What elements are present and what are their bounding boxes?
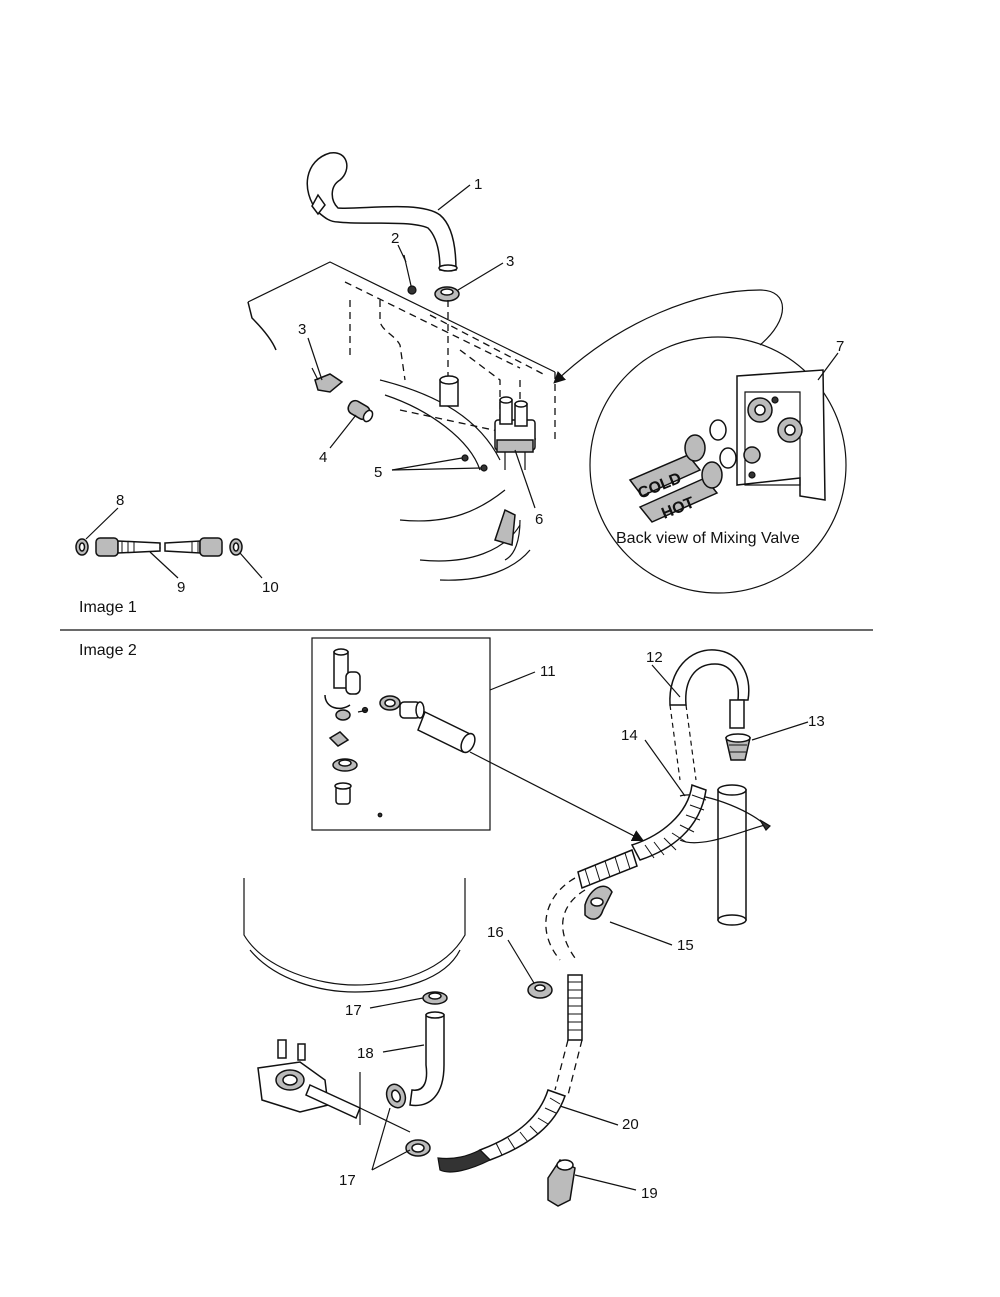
callout-20: 20 bbox=[622, 1116, 639, 1133]
mixing-valve-part-6 bbox=[494, 396, 536, 546]
callout-17b: 17 bbox=[339, 1172, 356, 1189]
hose-clamp-part-17-top bbox=[422, 991, 448, 1005]
hose-clamp-part-17-mid bbox=[385, 1083, 407, 1109]
callout-14: 14 bbox=[621, 727, 638, 744]
hose-clamp-part-17-bottom bbox=[405, 1139, 431, 1157]
drain-kit-box-part-11 bbox=[311, 637, 491, 831]
callout-12: 12 bbox=[646, 649, 663, 666]
callout-9: 9 bbox=[177, 579, 185, 596]
pump bbox=[257, 1039, 411, 1133]
adapter-part-13 bbox=[725, 733, 751, 761]
mixing-valve-caption: Back view of Mixing Valve bbox=[616, 530, 800, 547]
detail-pointer-arrow bbox=[553, 289, 784, 384]
image1-leader-lines bbox=[85, 184, 839, 579]
image2-section: Image 2 bbox=[79, 637, 825, 1207]
tub-outline bbox=[379, 379, 531, 581]
tub-inlet-boss bbox=[439, 375, 459, 407]
callout-13: 13 bbox=[808, 713, 825, 730]
callout-11: 11 bbox=[540, 663, 556, 680]
drain-hose-part-20 bbox=[437, 783, 707, 1173]
hose-clamp-part-3-upper bbox=[434, 286, 460, 302]
callout-1: 1 bbox=[474, 176, 482, 193]
image1-label: Image 1 bbox=[79, 599, 137, 616]
callout-3a: 3 bbox=[506, 253, 514, 270]
callout-19: 19 bbox=[641, 1185, 658, 1202]
mixing-valve-detail-circle: COLD HOT Back view of Mixing Valve bbox=[589, 336, 847, 594]
image1-section: COLD HOT Back view of Mixing Valve 1 2 3… bbox=[75, 152, 847, 616]
tub-bottom bbox=[243, 878, 466, 993]
image2-label: Image 2 bbox=[79, 642, 137, 659]
callout-6: 6 bbox=[535, 511, 543, 528]
callout-17a: 17 bbox=[345, 1002, 362, 1019]
hose-clip-part-15 bbox=[584, 885, 613, 920]
screws-part-5 bbox=[461, 454, 488, 472]
callout-5: 5 bbox=[374, 464, 382, 481]
callout-18: 18 bbox=[357, 1045, 374, 1062]
hot-hose bbox=[638, 477, 719, 523]
hose-clip-part-19 bbox=[547, 1159, 576, 1207]
cold-hose bbox=[628, 454, 702, 497]
inlet-hose-assembly bbox=[75, 537, 243, 557]
callout-4: 4 bbox=[319, 449, 327, 466]
hose-nut-right bbox=[199, 537, 223, 557]
pump-hose-part-18 bbox=[409, 1011, 445, 1107]
callout-7: 7 bbox=[836, 338, 844, 355]
clamp-part-16 bbox=[527, 981, 553, 999]
callout-15: 15 bbox=[677, 937, 694, 954]
standpipe bbox=[717, 784, 747, 926]
callout-10: 10 bbox=[262, 579, 279, 596]
callout-3b: 3 bbox=[298, 321, 306, 338]
callout-2: 2 bbox=[391, 230, 399, 247]
fill-hose-part-9 bbox=[117, 540, 161, 554]
callout-16: 16 bbox=[487, 924, 504, 941]
hose-nut-left bbox=[95, 537, 119, 557]
hose-clamp-part-3-lower bbox=[311, 367, 344, 393]
fill-hose-part-1 bbox=[306, 152, 458, 272]
image2-leader-lines bbox=[369, 664, 809, 1191]
drain-hose-hook-part-12 bbox=[669, 649, 750, 781]
callout-8: 8 bbox=[116, 492, 124, 509]
connector-part-4 bbox=[347, 399, 374, 423]
